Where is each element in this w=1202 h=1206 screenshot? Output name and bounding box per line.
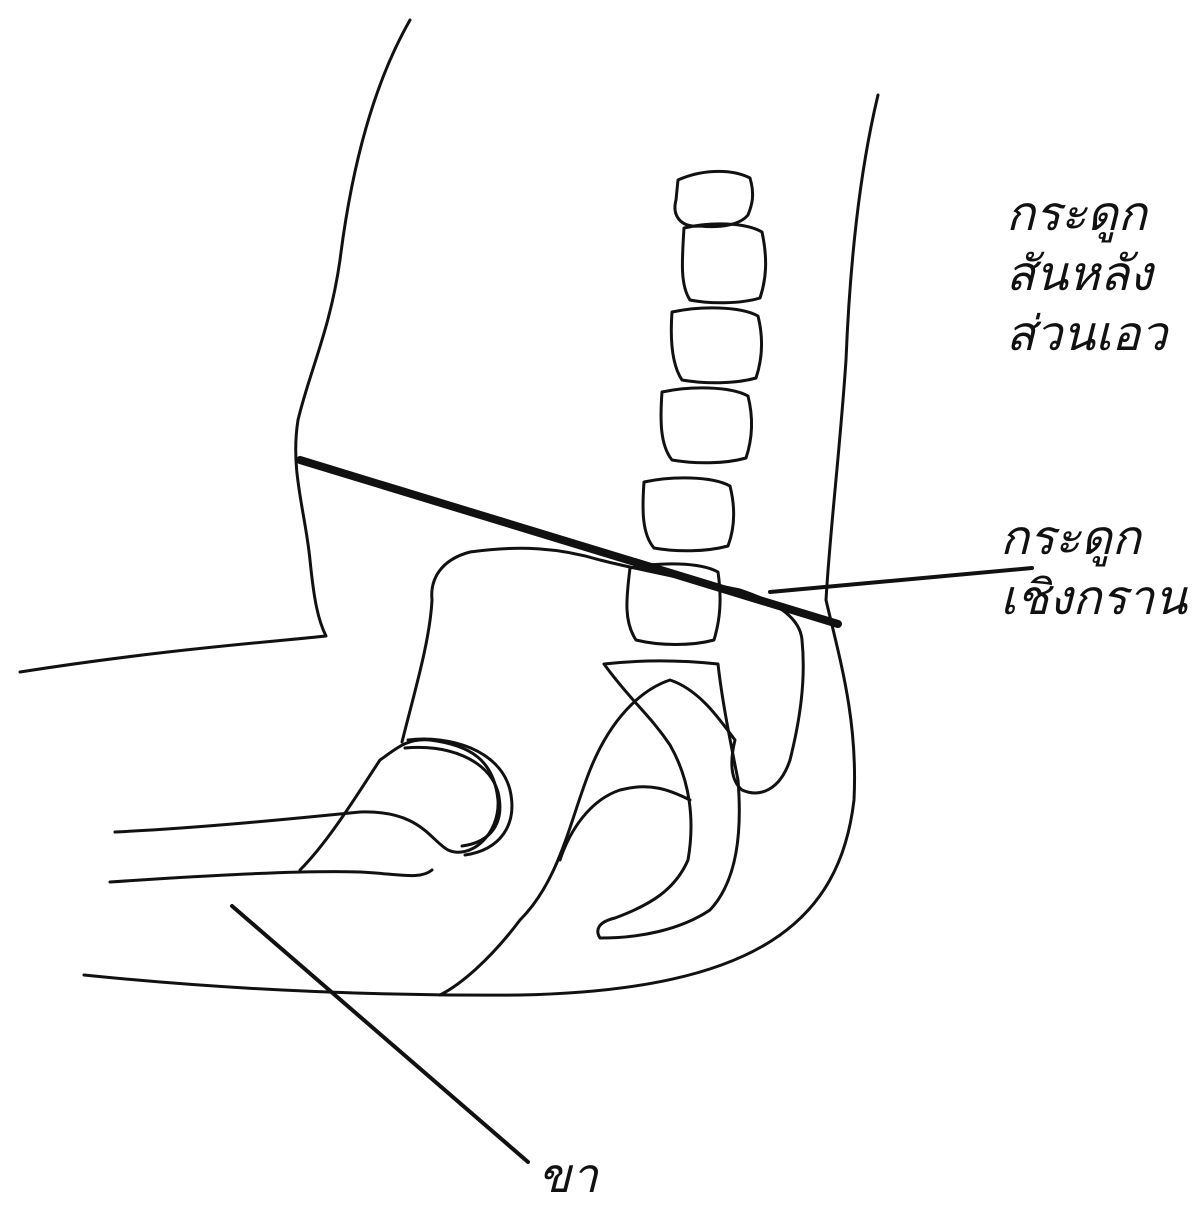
pelvis-label: กระดูก เชิงกราน	[1000, 508, 1187, 628]
vertebra-3	[671, 308, 761, 383]
lumbar-spine-label-line-3: ส่วนเอว	[1006, 304, 1167, 364]
iliac-crest-line	[300, 460, 838, 624]
back-outline	[20, 20, 410, 672]
femoral-head-arc-inner	[405, 747, 500, 846]
vertebra-2	[682, 224, 765, 303]
vertebra-5	[643, 478, 734, 551]
pelvis-leader-line	[770, 568, 1032, 592]
lumbar-spine-label-line-2: สันหลัง	[1006, 244, 1167, 304]
lumbar-spine-label-line-1: กระดูก	[1006, 184, 1167, 244]
leg-label: ขา	[538, 1146, 598, 1206]
vertebra-1	[675, 171, 753, 226]
vertebra-4	[661, 388, 752, 463]
thigh-upper-line	[115, 740, 498, 870]
sacrum-outline	[598, 661, 740, 938]
ilium-outline	[402, 548, 803, 995]
pelvis-label-line-1: กระดูก	[1000, 508, 1187, 568]
thigh-lower-line	[110, 870, 432, 882]
pelvis-label-line-2: เชิงกราน	[1000, 568, 1187, 628]
lumbar-spine-label: กระดูก สันหลัง ส่วนเอว	[1006, 184, 1167, 364]
leg-leader-line	[232, 906, 528, 1162]
